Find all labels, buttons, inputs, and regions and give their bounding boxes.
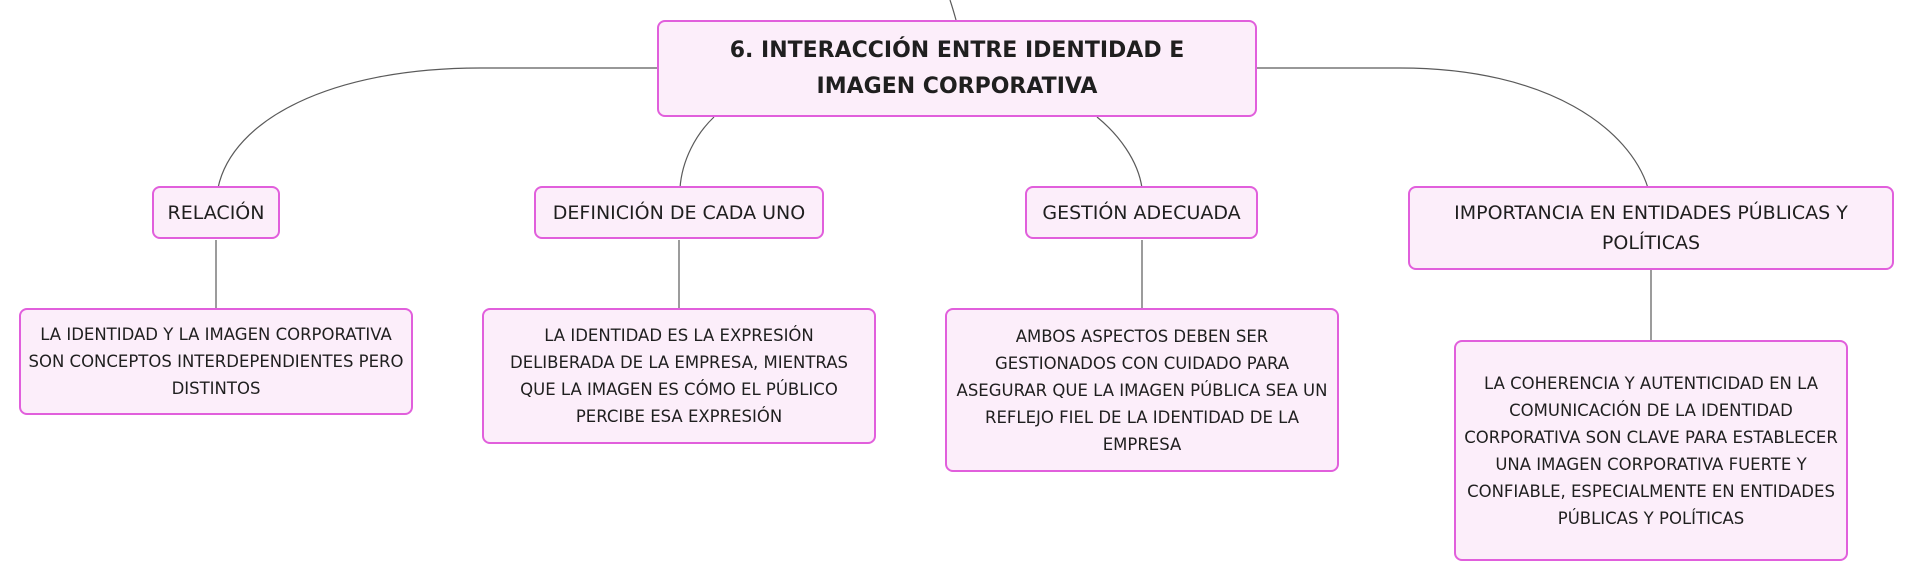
detail-node-relacion[interactable]: LA IDENTIDAD Y LA IMAGEN CORPORATIVA SON… bbox=[19, 308, 413, 415]
topic-label: RELACIÓN bbox=[167, 201, 265, 224]
topic-label: DEFINICIÓN DE CADA UNO bbox=[552, 201, 806, 224]
connector-parent bbox=[949, 0, 957, 21]
detail-text: LA IDENTIDAD ES LA EXPRESIÓN DELIBERADA … bbox=[509, 326, 848, 426]
root-label: 6. INTERACCIÓN ENTRE IDENTIDAD E IMAGEN … bbox=[729, 37, 1185, 99]
connector-root-importancia bbox=[1256, 67, 1649, 189]
topic-node-relacion[interactable]: RELACIÓN bbox=[152, 186, 280, 239]
connector-root-relacion bbox=[217, 67, 658, 189]
topic-node-gestion[interactable]: GESTIÓN ADECUADA bbox=[1025, 186, 1258, 239]
detail-text: LA IDENTIDAD Y LA IMAGEN CORPORATIVA SON… bbox=[28, 325, 404, 398]
detail-text: AMBOS ASPECTOS DEBEN SER GESTIONADOS CON… bbox=[956, 326, 1328, 454]
topic-label: IMPORTANCIA EN ENTIDADES PÚBLICAS Y POLÍ… bbox=[1454, 202, 1848, 254]
root-node[interactable]: 6. INTERACCIÓN ENTRE IDENTIDAD E IMAGEN … bbox=[657, 20, 1257, 117]
connector-root-definicion bbox=[679, 116, 715, 189]
topic-node-importancia[interactable]: IMPORTANCIA EN ENTIDADES PÚBLICAS Y POLÍ… bbox=[1408, 186, 1894, 270]
detail-node-gestion[interactable]: AMBOS ASPECTOS DEBEN SER GESTIONADOS CON… bbox=[945, 308, 1339, 472]
topic-node-definicion[interactable]: DEFINICIÓN DE CADA UNO bbox=[534, 186, 824, 239]
topic-label: GESTIÓN ADECUADA bbox=[1042, 201, 1241, 224]
detail-text: LA COHERENCIA Y AUTENTICIDAD EN LA COMUN… bbox=[1464, 373, 1838, 528]
detail-node-importancia[interactable]: LA COHERENCIA Y AUTENTICIDAD EN LA COMUN… bbox=[1454, 340, 1848, 561]
connector-root-gestion bbox=[1096, 116, 1143, 189]
detail-node-definicion[interactable]: LA IDENTIDAD ES LA EXPRESIÓN DELIBERADA … bbox=[482, 308, 876, 444]
